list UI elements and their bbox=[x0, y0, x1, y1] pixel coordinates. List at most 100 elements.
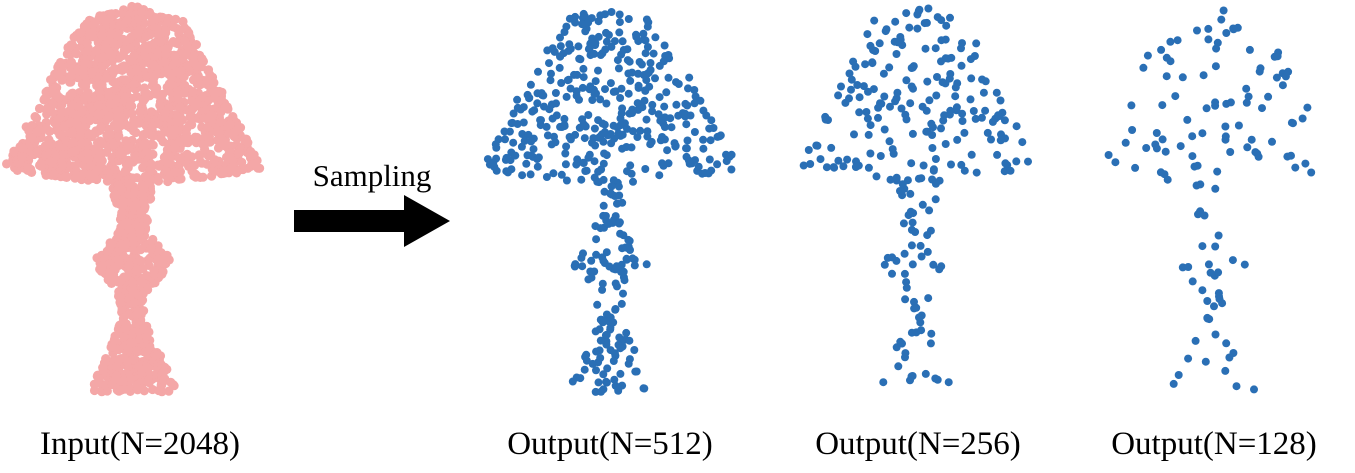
output-point bbox=[983, 128, 992, 137]
output-point bbox=[501, 135, 509, 144]
output-point bbox=[1139, 63, 1148, 72]
output-point bbox=[707, 116, 716, 125]
output-point bbox=[1213, 167, 1222, 176]
output-point bbox=[624, 89, 633, 98]
output-point bbox=[945, 74, 954, 83]
output-point bbox=[1215, 292, 1223, 301]
output-point bbox=[556, 52, 565, 61]
output-point bbox=[1188, 277, 1197, 286]
output-point bbox=[1221, 122, 1230, 131]
input-point-cloud bbox=[2, 1, 265, 397]
output-point bbox=[619, 231, 628, 240]
output-point bbox=[661, 113, 669, 122]
output-point bbox=[663, 146, 672, 155]
output-point bbox=[527, 137, 536, 146]
output-point bbox=[816, 155, 825, 164]
output-point bbox=[641, 49, 650, 58]
output-point bbox=[847, 85, 855, 94]
output-point bbox=[706, 136, 715, 145]
output-point bbox=[935, 176, 944, 185]
input-point bbox=[124, 261, 134, 271]
output-point bbox=[894, 362, 903, 371]
output-point bbox=[1228, 256, 1237, 265]
input-point bbox=[84, 129, 94, 139]
output-point bbox=[548, 44, 557, 53]
output-point bbox=[561, 149, 570, 158]
input-point bbox=[87, 67, 97, 77]
output-point bbox=[616, 369, 625, 378]
input-point bbox=[156, 267, 166, 277]
input-point bbox=[125, 224, 136, 234]
input-point bbox=[176, 66, 186, 76]
output-point bbox=[941, 140, 950, 148]
input-point bbox=[136, 234, 146, 244]
output-point bbox=[594, 66, 602, 75]
output-point bbox=[928, 175, 937, 184]
input-point bbox=[67, 40, 77, 50]
input-point bbox=[110, 78, 120, 88]
output-point bbox=[594, 116, 603, 125]
input-point bbox=[177, 115, 188, 125]
input-point bbox=[105, 129, 116, 139]
input-point bbox=[85, 116, 95, 126]
output-point bbox=[599, 370, 608, 379]
output-point bbox=[928, 144, 937, 152]
output-point bbox=[1244, 92, 1253, 101]
output-point bbox=[907, 241, 916, 250]
output-point bbox=[605, 262, 614, 271]
output-point bbox=[579, 73, 588, 82]
input-point bbox=[141, 332, 151, 342]
input-point bbox=[101, 43, 111, 53]
output-point bbox=[928, 131, 937, 139]
output-point bbox=[597, 165, 606, 174]
output-point bbox=[573, 70, 582, 79]
output-point bbox=[525, 93, 534, 102]
output-point bbox=[1178, 73, 1187, 82]
output-point bbox=[634, 83, 643, 92]
output-point bbox=[648, 107, 657, 116]
input-point bbox=[143, 255, 153, 265]
output-point bbox=[940, 111, 949, 120]
output-point bbox=[529, 145, 538, 154]
input-point bbox=[125, 54, 135, 64]
input-point bbox=[93, 165, 103, 175]
output-point bbox=[1001, 134, 1009, 143]
output-point bbox=[519, 103, 528, 112]
output-point bbox=[617, 299, 626, 308]
output-point bbox=[911, 228, 920, 236]
output-point bbox=[804, 146, 813, 154]
output-point bbox=[1199, 71, 1208, 80]
output-point bbox=[566, 84, 575, 93]
output-point bbox=[540, 102, 548, 111]
output-point bbox=[917, 326, 926, 335]
output-point bbox=[931, 195, 940, 204]
output-point bbox=[590, 90, 599, 99]
input-point bbox=[136, 7, 146, 17]
output-point bbox=[886, 175, 895, 184]
output-point bbox=[601, 85, 609, 94]
input-point bbox=[129, 238, 139, 248]
output-point bbox=[947, 53, 956, 62]
input-point bbox=[131, 265, 141, 276]
output-point bbox=[900, 269, 909, 278]
output-point bbox=[691, 156, 699, 165]
output-point bbox=[919, 161, 928, 170]
output-point bbox=[629, 177, 637, 186]
output-point bbox=[619, 289, 627, 298]
input-point bbox=[246, 147, 256, 157]
input-point bbox=[91, 46, 101, 56]
output-point bbox=[596, 354, 605, 362]
output-point bbox=[1131, 163, 1140, 172]
output-point bbox=[582, 350, 591, 359]
output-point bbox=[850, 130, 858, 139]
output-point bbox=[952, 103, 961, 112]
output-point bbox=[591, 141, 600, 150]
output-point bbox=[843, 155, 852, 164]
input-point bbox=[216, 117, 226, 127]
input-point bbox=[185, 112, 195, 122]
input-point bbox=[116, 385, 126, 395]
output-point bbox=[547, 100, 556, 109]
output-point bbox=[996, 96, 1005, 105]
input-point bbox=[77, 107, 87, 117]
input-point bbox=[168, 37, 178, 47]
